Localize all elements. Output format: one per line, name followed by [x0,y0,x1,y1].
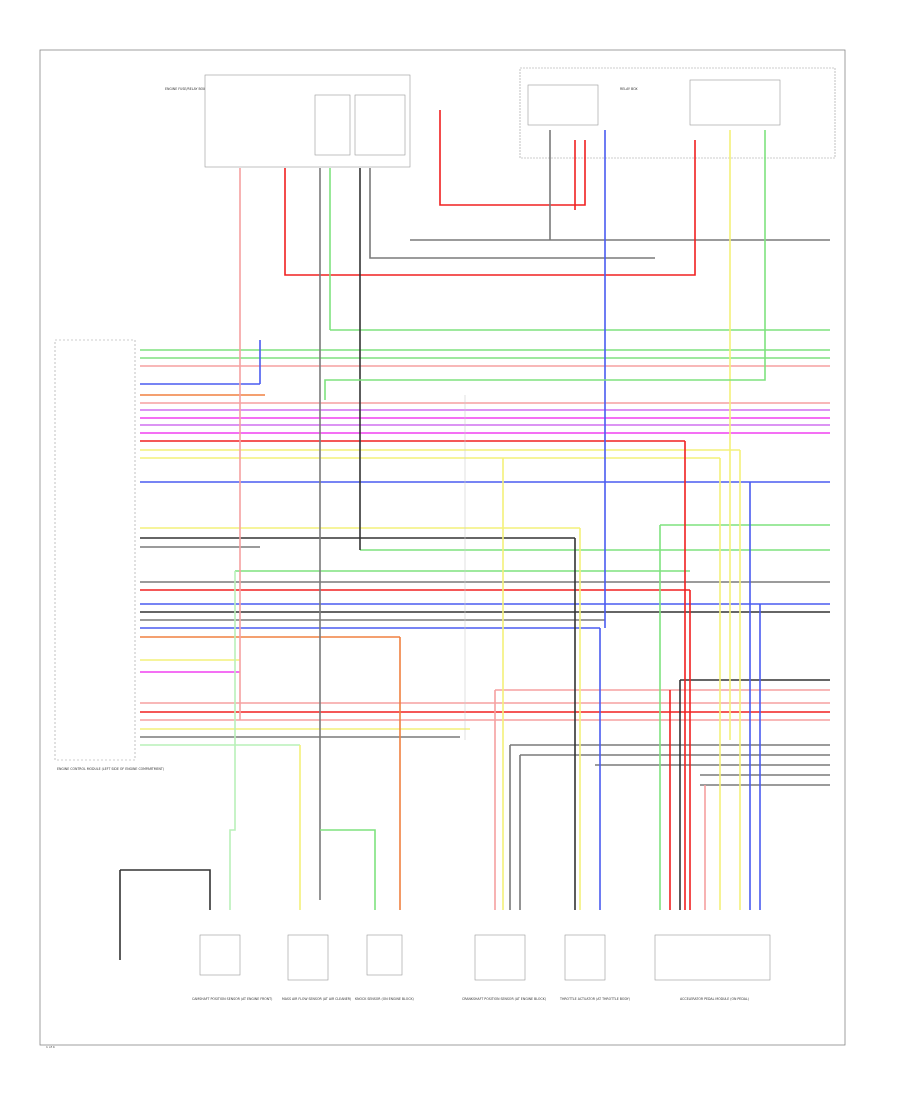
page-mark: 1 of 4 [46,1045,55,1049]
component-label-knock: KNOCK SENSOR (ON ENGINE BLOCK) [355,997,414,1001]
component-label-camshaft: CAMSHAFT POSITION SENSOR (AT ENGINE FRON… [192,997,272,1001]
harness-wires [140,239,830,786]
component-label-pedal: ACCELERATOR PEDAL MODULE (ON PEDAL) [680,997,749,1001]
component-label-maf: MASS AIR FLOW SENSOR (AT AIR CLEANER) [282,997,351,1001]
page-frame [39,49,846,1046]
vertical-wires [119,110,766,960]
control-module-label: ENGINE CONTROL MODULE (LEFT SIDE OF ENGI… [57,767,164,771]
bottom-components [199,934,771,981]
top-fuse-boxes [204,67,836,168]
fuse-box-label: ENGINE FUSE/RELAY BOX [165,87,206,91]
relay-box-label: RELAY BOX [620,87,638,91]
control-module-outline [54,339,136,761]
component-label-crank: CRANKSHAFT POSITION SENSOR (AT ENGINE BL… [462,997,546,1001]
component-label-throttle: THROTTLE ACTUATOR (AT THROTTLE BODY) [559,997,630,1001]
